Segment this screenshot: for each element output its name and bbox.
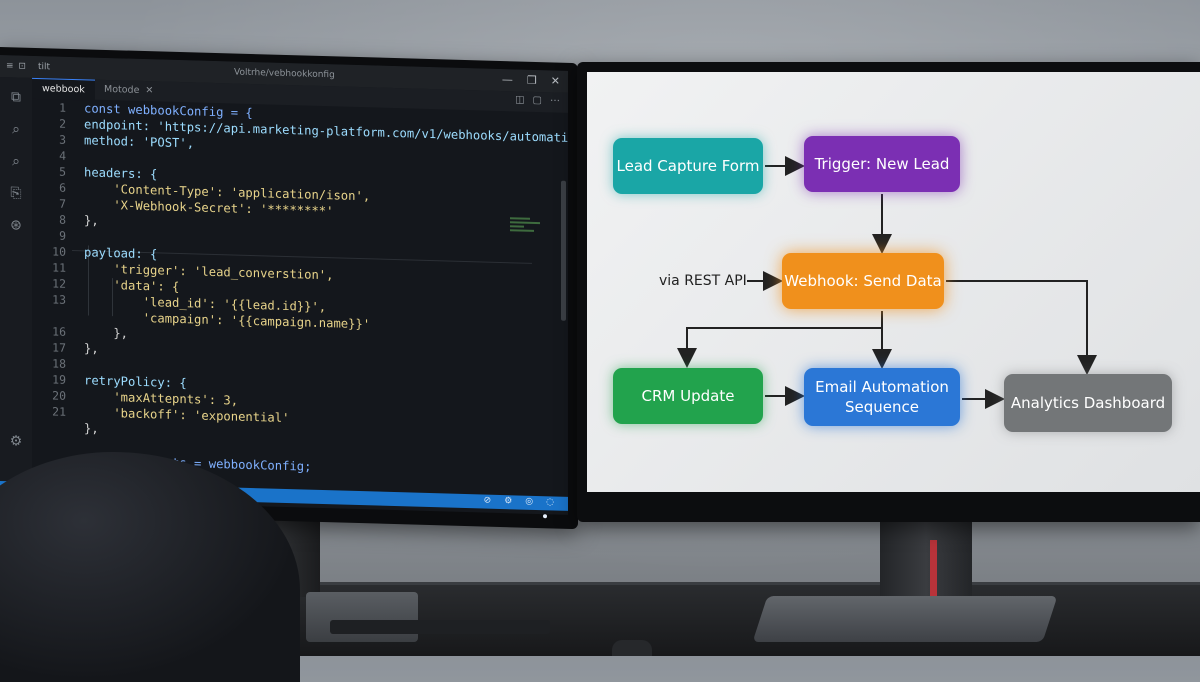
line-number: 9: [59, 228, 66, 243]
vertical-scrollbar[interactable]: [561, 180, 566, 321]
gear-icon[interactable]: ⚙: [9, 433, 23, 450]
node-analytics-dashboard[interactable]: Analytics Dashboard: [1004, 374, 1172, 432]
code-line: },: [84, 325, 129, 341]
line-number: 1: [59, 100, 66, 115]
node-trigger-new-lead[interactable]: Trigger: New Lead: [804, 136, 960, 192]
tab-label: webbook: [42, 83, 85, 96]
file-menu[interactable]: tilt: [38, 62, 51, 73]
extensions-icon[interactable]: ⊛: [10, 217, 22, 234]
keyboard: [330, 620, 550, 634]
code-line: },: [84, 421, 99, 436]
node-email-automation[interactable]: Email Automation Sequence: [804, 368, 960, 426]
settings-icon[interactable]: ⚙: [504, 496, 513, 507]
stand-cable-clip: [930, 540, 937, 600]
code-line: payload: {: [84, 245, 158, 262]
right-monitor-base: [752, 596, 1058, 642]
code-line: },: [84, 213, 99, 228]
line-number-gutter: 1 2 3 4 5 6 7 8 9 10 11 12 13 16 17 18 1…: [32, 98, 72, 479]
layout-icon[interactable]: ▢: [532, 94, 542, 107]
code-line: method: 'POST',: [84, 133, 195, 151]
arrow-webhook-to-analytics: [946, 280, 1097, 375]
line-number: 10: [52, 244, 66, 259]
line-number: 3: [59, 132, 66, 147]
right-monitor: Lead Capture Form Trigger: New Lead via …: [577, 62, 1200, 522]
line-number: 16: [52, 324, 66, 339]
line-number: 12: [52, 276, 66, 291]
code-area[interactable]: const webbookConfig = { endpoint: 'https…: [84, 99, 568, 492]
diagram-connectors: [677, 156, 1097, 409]
line-number: 7: [59, 196, 66, 211]
line-number: 5: [59, 164, 66, 179]
line-number: 11: [52, 260, 66, 275]
status-icons: ⊘ ⚙ ◎ ◌: [484, 496, 554, 508]
node-webhook-send-data[interactable]: Webhook: Send Data: [782, 253, 944, 309]
line-number: 17: [52, 340, 66, 355]
split-editor-icon[interactable]: ◫: [515, 94, 525, 106]
node-lead-capture-form[interactable]: Lead Capture Form: [613, 138, 763, 194]
editor-actions: ◫ ▢ ⋯: [515, 94, 560, 106]
window-title: Voltrhe/vebhookkonfig: [234, 67, 335, 81]
code-editor-window: ≡ ⊡ tilt Voltrhe/vebhookkonfig — ❐ ✕ ⧉ ⌕…: [0, 55, 568, 515]
copy-icon[interactable]: ⎘: [10, 185, 22, 202]
node-crm-update[interactable]: CRM Update: [613, 368, 763, 424]
line-number: 20: [52, 388, 66, 403]
search-icon[interactable]: ⌕: [12, 153, 20, 170]
line-number: 8: [59, 212, 66, 227]
code-line: 'backoff': 'exponential': [84, 405, 290, 426]
power-led: [543, 514, 547, 519]
code-line: 'maxAttepnts': 3,: [84, 389, 239, 408]
sync-icon[interactable]: ⊘: [483, 495, 492, 506]
maximize-icon[interactable]: ❐: [526, 73, 537, 87]
minimize-icon[interactable]: —: [501, 73, 513, 87]
notification-icon[interactable]: ◎: [525, 496, 534, 507]
line-number: 6: [59, 180, 66, 195]
code-line: 'data': {: [84, 277, 180, 295]
tab-label: Motode: [104, 83, 140, 96]
code-line: headers: {: [84, 165, 158, 182]
line-number: 18: [52, 356, 66, 371]
desk-edge: [0, 582, 1200, 586]
mouse: [612, 640, 652, 656]
line-number: 4: [59, 148, 66, 163]
minimap[interactable]: [510, 217, 546, 244]
line-number: 2: [59, 116, 66, 131]
left-monitor-base: [306, 592, 418, 642]
line-number: 19: [52, 372, 66, 387]
search-icon[interactable]: ⌕: [12, 121, 20, 138]
window-controls: — ❐ ✕: [502, 73, 560, 88]
more-icon[interactable]: ⋯: [550, 95, 560, 107]
close-icon[interactable]: ✕: [145, 85, 154, 97]
menu-icon[interactable]: ≡ ⊡: [6, 61, 27, 72]
close-icon[interactable]: ✕: [550, 74, 560, 88]
code-line: },: [84, 341, 99, 356]
tab-motode[interactable]: Motode ✕: [94, 80, 163, 102]
line-number: 13: [52, 292, 66, 307]
files-icon[interactable]: ⧉: [11, 89, 21, 106]
code-line: retryPolicy: {: [84, 373, 187, 391]
line-number: 21: [52, 404, 66, 419]
activity-bar: ⧉ ⌕ ⌕ ⎘ ⊛ ⚙: [0, 77, 32, 500]
arrow-webhook-to-crm: [677, 327, 882, 368]
via-rest-api-label: via REST API: [659, 273, 747, 289]
feedback-icon[interactable]: ◌: [546, 497, 554, 508]
workflow-diagram: Lead Capture Form Trigger: New Lead via …: [587, 72, 1200, 492]
